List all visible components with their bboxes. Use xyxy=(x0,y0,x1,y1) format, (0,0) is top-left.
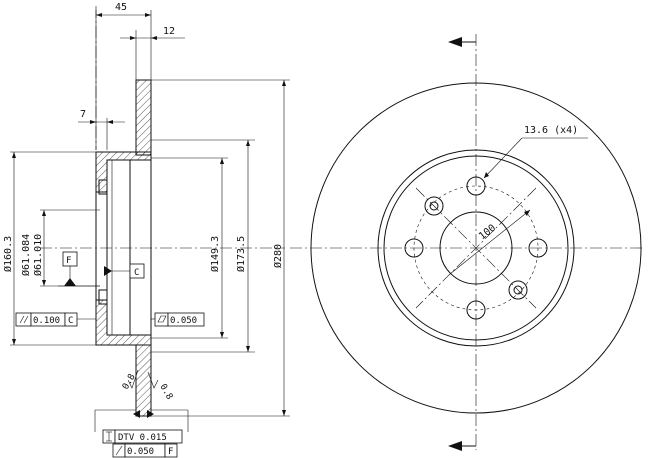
runout-symbol xyxy=(115,445,123,456)
section-hat-lower xyxy=(95,299,152,346)
section-arrow xyxy=(448,37,476,451)
datum-c: C xyxy=(104,263,145,279)
right-diameter-dimensions: Ø149.3 Ø173.5 Ø280 xyxy=(151,79,290,417)
hub-flange xyxy=(95,191,108,301)
svg-text:C: C xyxy=(68,316,73,326)
parallelism-symbol xyxy=(19,315,29,324)
left-diameter-dimensions: Ø160.3 Ø61.084 Ø61.010 xyxy=(2,151,100,346)
parallelism-frame: 0.100 C xyxy=(15,312,96,327)
section-rotor-upper xyxy=(135,79,152,156)
dim-pitch-circle: 100 xyxy=(477,223,498,243)
dim-centering-bore: Ø160.3 xyxy=(2,236,14,272)
dim-hub-min: Ø61.010 xyxy=(32,234,44,276)
flatness-frame: 0.050 xyxy=(151,312,205,327)
wheel-hole-top xyxy=(466,176,486,196)
dim-inner-friction: Ø149.3 xyxy=(209,236,221,272)
section-rotor-lower xyxy=(135,344,152,417)
svg-text:F: F xyxy=(168,447,173,457)
stud-hole-upper xyxy=(98,179,108,195)
stud-hole-lower xyxy=(98,289,108,305)
svg-text:0.8: 0.8 xyxy=(157,383,174,402)
dim-outer-diameter: Ø280 xyxy=(272,244,284,268)
dim-hub-max: Ø61.084 xyxy=(20,234,32,276)
dim-bolt-hole: 13.6 (x4) xyxy=(524,125,578,136)
wheel-hole-left xyxy=(404,238,424,258)
svg-text:0.8: 0.8 xyxy=(121,372,138,391)
svg-text:0.050: 0.050 xyxy=(127,447,154,457)
flatness-symbol xyxy=(157,315,167,323)
wheel-hole-right xyxy=(528,238,548,258)
thickness-variation-symbol xyxy=(106,431,112,442)
svg-text:C: C xyxy=(134,268,139,278)
section-view xyxy=(40,6,285,417)
dim-outer-friction: Ø173.5 xyxy=(235,236,247,272)
locating-hole-lower xyxy=(508,280,528,300)
svg-text:F: F xyxy=(66,256,71,266)
bottom-tolerance-frames: DTV 0.015 0.050 F xyxy=(94,409,189,458)
datum-f: F xyxy=(58,251,100,287)
wheel-hole-bottom xyxy=(466,300,486,320)
front-view: 100 13.6 (x4) xyxy=(290,34,645,451)
dim-flange-thickness: 7 xyxy=(80,109,86,120)
dim-overall-thickness: 45 xyxy=(115,2,127,13)
section-hat-upper xyxy=(95,151,152,193)
svg-text:DTV 0.015: DTV 0.015 xyxy=(118,433,167,443)
dim-hat-depth: 12 xyxy=(163,26,175,37)
thickness-dimensions: 45 12 7 xyxy=(78,2,185,150)
locating-hole-upper xyxy=(424,196,444,216)
svg-text:0.050: 0.050 xyxy=(170,316,197,326)
svg-text:0.100: 0.100 xyxy=(33,316,60,326)
